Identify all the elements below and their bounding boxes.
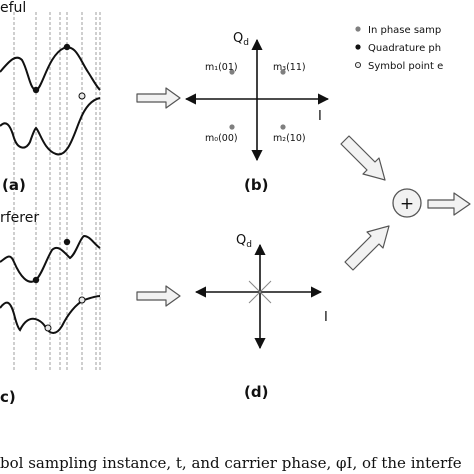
panel-label-a: (a)	[2, 176, 26, 194]
d-axis-i-label: I	[324, 310, 328, 325]
interferer-symbol-point	[44, 324, 52, 332]
useful-quadrature-waveform	[0, 97, 101, 156]
b-label-m2: m₂(10)	[273, 133, 306, 144]
interferer-quadrature-point	[63, 238, 71, 246]
b-axis-i-label: I	[318, 109, 322, 124]
legend-in-phase-marker	[355, 26, 361, 32]
summation-node	[392, 188, 422, 218]
panel-label-b: (b)	[244, 176, 268, 194]
legend-symbol-point-marker	[354, 62, 361, 69]
b-point-m0	[229, 124, 235, 130]
b-axis-q-label: Qd	[233, 31, 249, 48]
interferer-quadrature-point	[32, 276, 40, 284]
panel-label-d: (d)	[244, 383, 268, 401]
interferer-symbol-point	[78, 296, 86, 304]
sampling-lines	[13, 12, 101, 370]
b-label-m0: m₀(00)	[205, 133, 238, 144]
summation-symbol: +	[400, 194, 414, 214]
arrow-to-d	[136, 285, 181, 307]
useful-inphase-waveform	[0, 46, 101, 92]
arrow-sum-out	[427, 192, 471, 216]
interferer-inphase-waveform	[0, 234, 101, 283]
legend: In phase samp Quadrature ph Symbol point…	[354, 25, 443, 72]
arrow-to-b	[136, 87, 181, 109]
d-symbol-star	[248, 280, 272, 304]
useful-quadrature-point	[32, 86, 40, 94]
b-label-m3: m₃(11)	[273, 62, 306, 73]
arrow-d-to-sum	[344, 225, 390, 271]
legend-quadrature-label: Quadrature ph	[368, 43, 441, 54]
legend-symbol-point-label: Symbol point e	[368, 61, 443, 72]
b-label-m1: m₁(01)	[205, 62, 238, 73]
b-point-m1	[229, 69, 235, 75]
flow-arrows	[136, 87, 471, 307]
useful-quadrature-point	[63, 43, 71, 51]
legend-in-phase-label: In phase samp	[368, 25, 441, 36]
arrow-b-to-sum	[340, 135, 386, 181]
legend-quadrature-marker	[355, 44, 361, 50]
panel-label-c: c)	[0, 388, 16, 406]
useful-symbol-point	[78, 92, 86, 100]
d-axis-q-label: Qd	[236, 233, 252, 250]
b-point-m3	[280, 69, 286, 75]
figure-caption: bol sampling instance, t, and carrier ph…	[0, 454, 462, 472]
useful-signal-label: eful	[0, 0, 26, 16]
b-point-m2	[280, 124, 286, 130]
interferer-signal-label: rferer	[0, 210, 39, 226]
